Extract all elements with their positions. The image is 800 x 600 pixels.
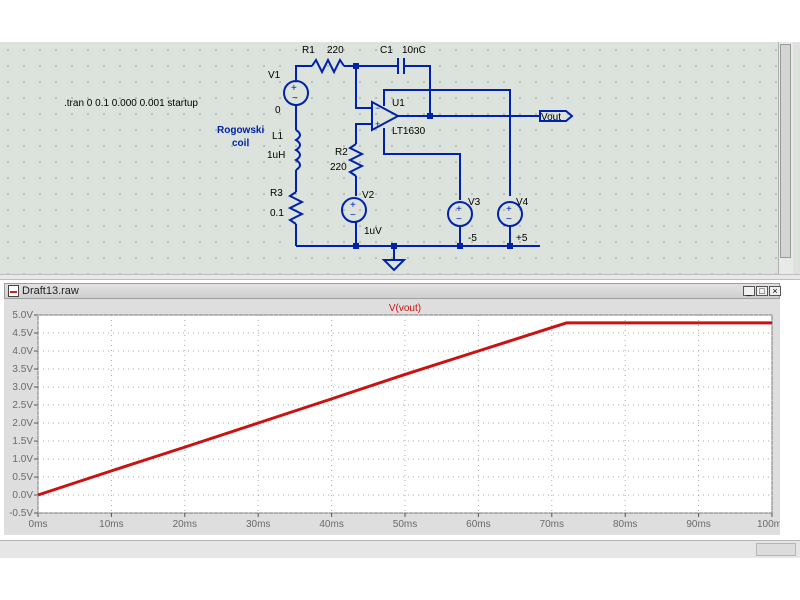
wire	[383, 89, 511, 196]
v2-source[interactable]	[341, 197, 367, 223]
ground-icon	[381, 259, 407, 272]
r3-resistor[interactable]	[287, 191, 305, 225]
plot-area[interactable]	[37, 314, 773, 514]
svg-text:−: −	[350, 210, 356, 221]
y-tick-label: 2.0V	[12, 418, 33, 429]
schematic-horizontal-scrollbar[interactable]	[0, 274, 800, 280]
y-tick-label: 3.5V	[12, 364, 33, 375]
r1-value: 220	[327, 45, 344, 56]
wire	[383, 128, 461, 200]
y-tick-label: 4.0V	[12, 346, 33, 357]
y-tick-label: 2.5V	[12, 400, 33, 411]
spice-directive[interactable]: .tran 0 0.1 0.000 0.001 startup	[64, 98, 198, 109]
r3-name: R3	[270, 188, 283, 199]
v1-name: V1	[268, 70, 281, 81]
wire	[295, 65, 312, 80]
y-tick-label: 3.0V	[12, 382, 33, 393]
x-tick-label: 90ms	[686, 519, 710, 530]
v4-value: +5	[516, 233, 528, 244]
c1-name: C1	[380, 45, 393, 56]
x-tick-label: 80ms	[613, 519, 637, 530]
x-tick-label: 50ms	[393, 519, 417, 530]
minimize-button[interactable]: _	[743, 286, 755, 296]
status-cell	[756, 543, 796, 556]
r3-value: 0.1	[270, 208, 284, 219]
x-tick-label: 70ms	[540, 519, 564, 530]
r1-name: R1	[302, 45, 315, 56]
waveform-plot[interactable]: -0.5V 0.0V 0.5V 1.0V 1.5V 2.0V 2.5V 3.0V 3.5V 4.0…	[4, 299, 780, 535]
r2-resistor[interactable]	[347, 143, 365, 177]
svg-text:+: +	[291, 83, 297, 94]
x-tick-label: 10ms	[99, 519, 123, 530]
u1-name: U1	[392, 98, 405, 109]
x-tick-label: 0ms	[29, 519, 48, 530]
svg-text:+: +	[350, 200, 356, 211]
r2-name: R2	[335, 147, 348, 158]
svg-text:+: +	[456, 204, 462, 215]
x-tick-label: 40ms	[319, 519, 343, 530]
l1-value: 1uH	[267, 150, 285, 161]
close-button[interactable]: ×	[769, 286, 781, 296]
schematic-canvas[interactable]: + − + − + − + − − + .tran 0 0.1 0.000 0.…	[0, 42, 778, 274]
wire	[355, 123, 372, 144]
l1-name: L1	[272, 131, 284, 142]
waveform-window-title: Draft13.raw	[22, 285, 79, 297]
l1-inductor[interactable]	[294, 129, 301, 171]
u1-opamp[interactable]	[371, 100, 401, 132]
maximize-button[interactable]: □	[756, 286, 768, 296]
x-tick-label: 20ms	[173, 519, 197, 530]
y-tick-label: 4.5V	[12, 328, 33, 339]
vout-label: Vout	[541, 112, 561, 123]
v3-value: -5	[468, 233, 477, 244]
y-tick-label: 0.0V	[12, 490, 33, 501]
c1-value: 10nC	[402, 45, 426, 56]
waveform-doc-icon	[8, 285, 19, 297]
v3-name: V3	[468, 197, 481, 208]
svg-text:−: −	[456, 214, 462, 225]
x-tick-label: 100ms	[757, 519, 780, 530]
y-tick-label: 5.0V	[12, 310, 33, 321]
v2-value: 1uV	[364, 226, 382, 237]
v4-name: V4	[516, 197, 529, 208]
wire	[404, 65, 431, 116]
rogowski-label[interactable]: Rogowski	[217, 125, 264, 136]
y-tick-label: 0.5V	[12, 472, 33, 483]
waveform-viewer[interactable]: -0.5V 0.0V 0.5V 1.0V 1.5V 2.0V 2.5V 3.0V 3.5V 4.0…	[4, 299, 780, 535]
u1-model: LT1630	[392, 126, 426, 137]
schematic-vertical-scrollbar[interactable]	[778, 42, 793, 274]
svg-text:−: −	[375, 103, 380, 113]
x-tick-label: 60ms	[466, 519, 490, 530]
v1-value: 0	[275, 105, 281, 116]
svg-text:+: +	[375, 119, 380, 129]
series-line-vout[interactable]	[37, 321, 772, 497]
x-tick-label: 30ms	[246, 519, 270, 530]
scrollbar-thumb[interactable]	[780, 44, 791, 258]
v2-name: V2	[362, 190, 375, 201]
y-tick-label: -0.5V	[9, 508, 33, 519]
svg-text:−: −	[292, 93, 298, 104]
waveform-window-titlebar[interactable]: Draft13.raw _ □ ×	[4, 283, 781, 299]
series-label-vout[interactable]: V(vout)	[389, 303, 421, 314]
svg-text:+: +	[506, 204, 512, 215]
vout-net-label[interactable]	[539, 110, 574, 122]
svg-text:−: −	[506, 214, 512, 225]
y-tick-label: 1.5V	[12, 436, 33, 447]
y-tick-label: 1.0V	[12, 454, 33, 465]
r1-resistor[interactable]	[311, 57, 345, 75]
wire	[355, 66, 372, 109]
status-bar	[0, 540, 800, 558]
coil-label[interactable]: coil	[232, 138, 249, 149]
r2-value: 220	[330, 162, 347, 173]
schematic-editor[interactable]: + − + − + − + − − + .tran 0 0.1 0.000 0.…	[0, 42, 800, 274]
